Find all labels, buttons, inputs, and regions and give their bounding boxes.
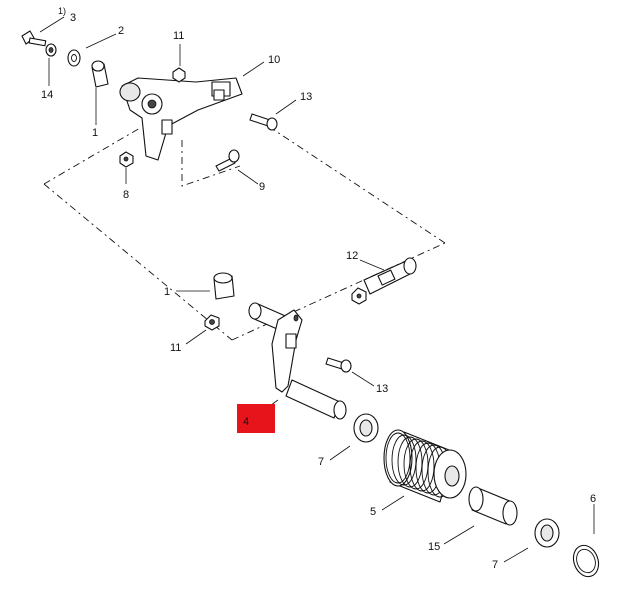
circlip-6 <box>572 544 600 578</box>
snap-ring-7-left <box>353 413 379 443</box>
callout-5: 5 <box>370 506 376 518</box>
callout-9: 9 <box>259 181 265 193</box>
callout-2: 2 <box>118 25 124 37</box>
roller-assembly <box>353 413 600 578</box>
callout-11-top: 11 <box>173 30 184 42</box>
nut-11-top <box>172 67 186 83</box>
screw-13-mid <box>325 357 352 373</box>
callout-15: 15 <box>428 541 440 553</box>
callout-10: 10 <box>268 54 280 66</box>
bushing-1-mid <box>213 272 235 300</box>
callout-1-top: 1 <box>92 127 98 139</box>
callout-1-mid: 1 <box>164 286 170 298</box>
callout-3: 3 <box>70 12 76 24</box>
lever-arm-4 <box>271 309 303 393</box>
callout-7-left: 7 <box>318 456 324 468</box>
callout-7-right: 7 <box>492 559 498 571</box>
snap-ring-7-right <box>534 518 560 548</box>
assembly-outline <box>43 121 446 341</box>
bushing-1-top <box>91 60 109 88</box>
callout-8: 8 <box>123 189 129 201</box>
sleeve-15 <box>468 486 518 526</box>
screw-9 <box>215 149 240 172</box>
lever-assembly <box>204 257 417 420</box>
bracket-assembly <box>21 30 278 172</box>
callout-13-top: 13 <box>300 91 312 103</box>
link-rod-12 <box>351 257 417 305</box>
bracket-10 <box>119 77 243 161</box>
shaft-lower <box>285 379 347 420</box>
callout-4: 4 <box>243 416 249 428</box>
callout-6: 6 <box>590 493 596 505</box>
callout-14: 14 <box>41 89 53 101</box>
callout-3-note: 1) <box>58 6 66 16</box>
screw-13-top <box>249 113 278 131</box>
roller-5 <box>383 429 467 503</box>
callout-13-mid: 13 <box>376 383 388 395</box>
washer-2 <box>67 49 81 67</box>
highlight-box-part-4 <box>237 404 275 433</box>
callout-11-mid: 11 <box>170 342 181 354</box>
callout-12: 12 <box>346 250 358 262</box>
bolt-3 <box>21 30 47 47</box>
